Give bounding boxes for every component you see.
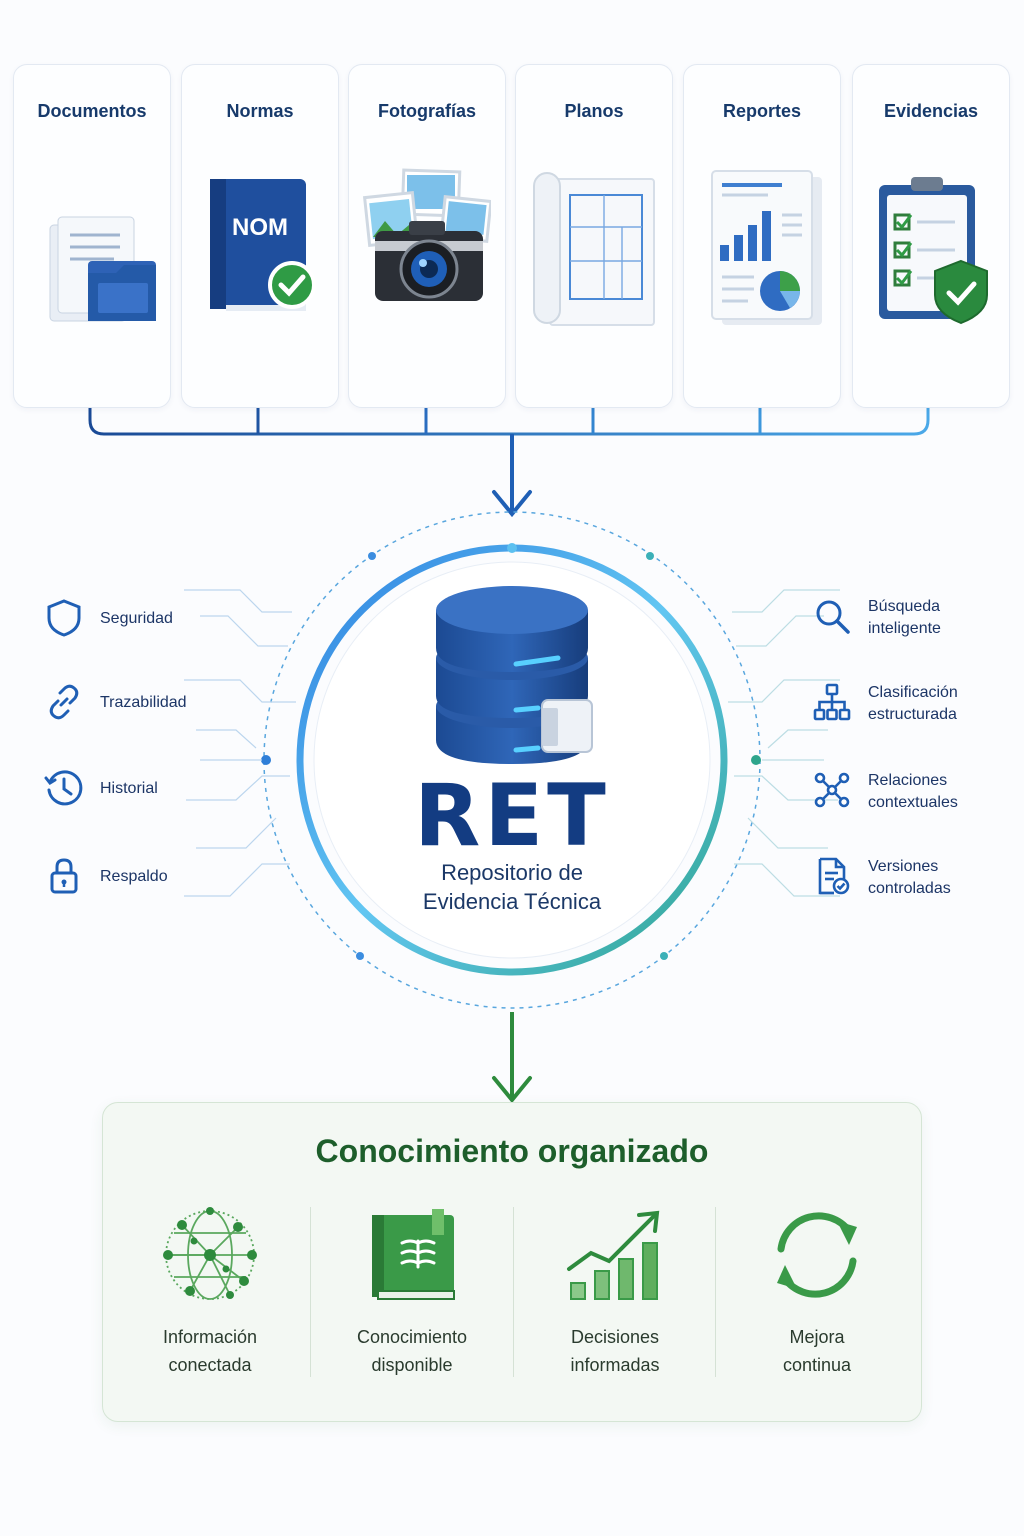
source-card-reportes[interactable]: Reportes [683,64,841,408]
source-card-normas[interactable]: Normas NOM [181,64,339,408]
outcome-label: Decisiones informadas [570,1327,660,1375]
divider [715,1207,716,1377]
lock-icon [50,858,78,894]
search-icon [816,600,850,634]
outcome-label: Información conectada [162,1327,258,1375]
growth-chart-icon [567,1210,660,1300]
outcome-informacion-conectada: Información conectada [109,1199,311,1389]
shield-icon [47,599,81,637]
feature-label: Seguridad [100,610,173,627]
source-card-evidencias[interactable]: Evidencias [852,64,1010,408]
outcome-decisiones-informadas: Decisiones informadas [514,1199,716,1389]
source-label: Reportes [722,101,802,121]
source-label: Evidencias [883,101,979,121]
blueprint-icon [533,172,655,326]
feature-label: Clasificación estructurada [868,684,958,723]
source-card-documentos[interactable]: Documentos [13,64,171,408]
report-chart-icon [711,170,822,325]
feature-label: Versiones controladas [868,858,951,897]
network-globe-icon [163,1207,257,1300]
outcome-mejora-continua: Mejora continua [716,1199,918,1389]
history-icon [44,770,83,806]
hierarchy-icon [813,683,851,721]
source-card-fotografias[interactable]: Fotografías [348,64,506,408]
repository-subtitle: Repositorio de Evidencia Técnica [422,860,602,914]
divider [513,1207,514,1377]
feature-label: Trazabilidad [100,694,187,711]
feature-label: Respaldo [100,868,168,885]
green-book-icon [372,1209,455,1300]
checklist-shield-icon [879,177,988,325]
documents-folder-icon [49,216,156,322]
feature-label: Búsqueda inteligente [868,598,941,637]
source-label: Planos [564,101,624,121]
feature-label: Relaciones contextuales [868,772,958,811]
source-label: Fotografías [377,101,476,121]
outcome-label: Conocimiento disponible [356,1327,468,1375]
network-icon [814,772,850,808]
outcome-conocimiento-disponible: Conocimiento disponible [311,1199,513,1389]
divider [310,1207,311,1377]
nom-book-icon: NOM [210,179,316,311]
document-check-icon [818,857,850,895]
feature-label: Historial [100,780,158,797]
link-icon [49,684,79,720]
cycle-arrows-icon [777,1212,857,1298]
outcome-label: Mejora continua [782,1327,852,1375]
nom-badge-text: NOM [232,214,288,241]
repository-title: RET [414,766,610,866]
result-panel: Conocimiento organizado Información cone… [102,1102,922,1422]
source-label: Normas [226,101,294,121]
database-icon [436,586,593,764]
source-card-planos[interactable]: Planos [515,64,673,408]
result-title: Conocimiento organizado [315,1133,709,1169]
camera-photos-icon [363,168,491,301]
source-label: Documentos [37,101,147,121]
